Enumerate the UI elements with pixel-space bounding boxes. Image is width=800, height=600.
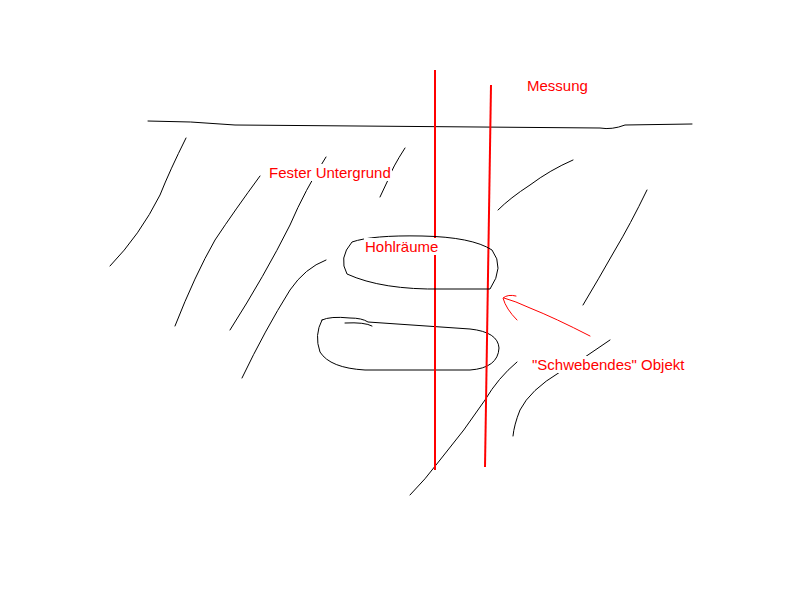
cavity-label: Hohlräume (364, 238, 439, 255)
cavity-outline (317, 317, 499, 370)
measurement-line (485, 85, 491, 467)
cavity-outline (343, 236, 498, 289)
leader-arrow-head (503, 295, 517, 320)
hatch-stroke (230, 157, 326, 330)
leader-arrow (504, 298, 590, 336)
hatch-stroke (242, 260, 326, 378)
ground-label: Fester Untergrund (268, 164, 392, 181)
object-label: "Schwebendes" Objekt (531, 356, 685, 373)
hatch-stroke (583, 190, 647, 305)
measurement-line (434, 70, 436, 470)
hatch-stroke (410, 362, 517, 495)
hatch-stroke (110, 138, 186, 266)
cavity-shape: Hohlräume (342, 232, 502, 290)
hatch-stroke (498, 160, 573, 210)
hatch-stroke (175, 176, 260, 326)
ground-surface (148, 121, 692, 129)
measurement-label: Messung (526, 77, 589, 94)
hatch-stroke (513, 340, 610, 436)
